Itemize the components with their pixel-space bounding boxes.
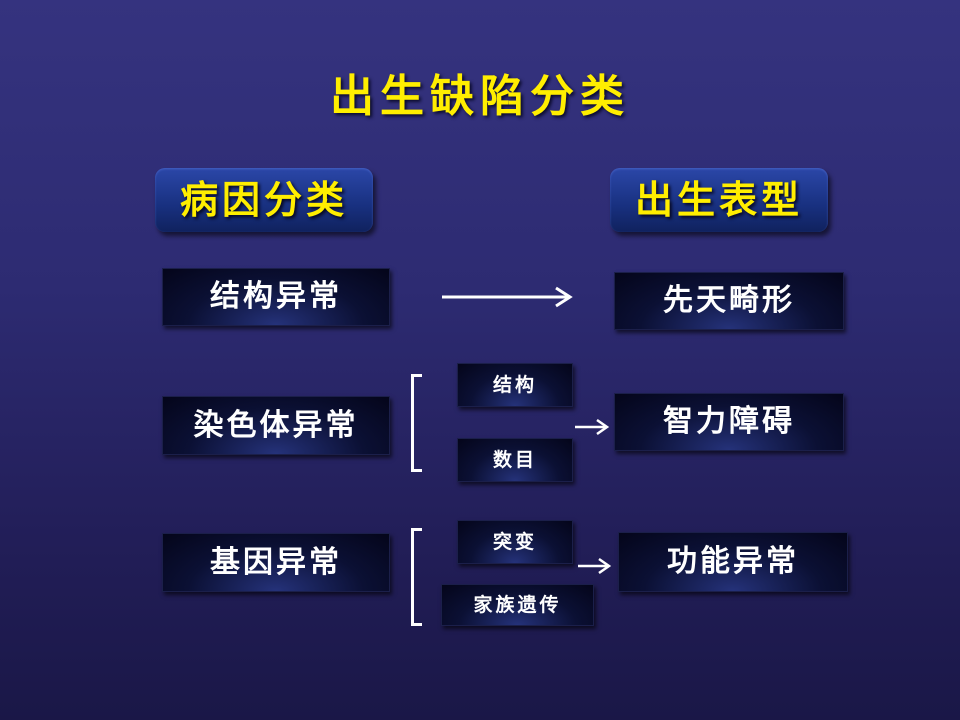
cause-box-structural: 结构异常 [162,268,390,326]
arrow-row-3 [578,557,612,575]
phenotype-box-congenital-malformation: 先天畸形 [614,272,844,330]
bracket-chromosomal [411,374,422,472]
header-birth-phenotype: 出生表型 [610,168,828,232]
bracket-genetic [411,528,422,626]
header-cause-classification: 病因分类 [155,168,373,232]
slide-title: 出生缺陷分类 [330,71,630,122]
subtype-box-mutation: 突变 [457,520,573,564]
subtype-box-familial-inheritance: 家族遗传 [441,584,594,626]
cause-box-genetic: 基因异常 [162,533,390,592]
subtype-box-number: 数目 [457,438,573,482]
cause-box-chromosomal: 染色体异常 [162,396,390,455]
phenotype-box-intellectual-disability: 智力障碍 [614,393,844,451]
subtype-box-structure: 结构 [457,363,573,407]
phenotype-box-functional-abnormality: 功能异常 [618,532,848,592]
arrow-row-1 [442,286,573,308]
arrow-row-2 [575,418,610,436]
